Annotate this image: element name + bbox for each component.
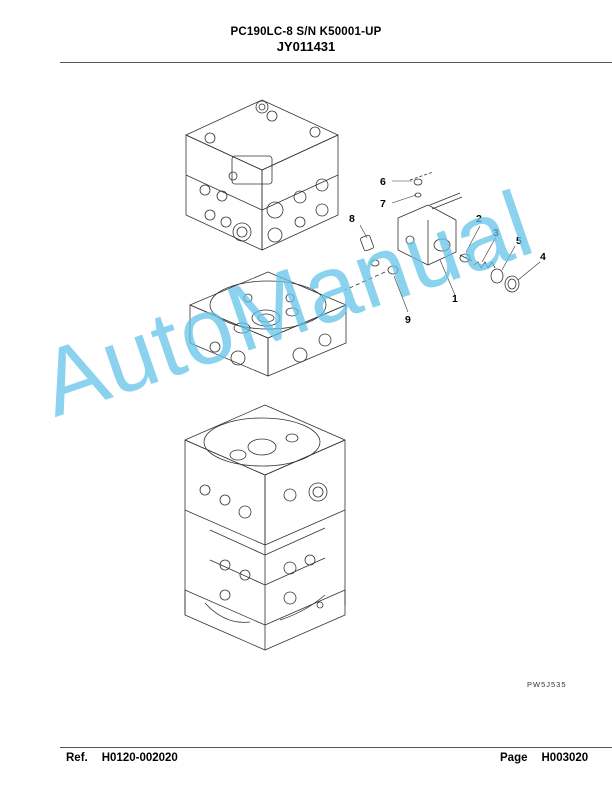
leader-lines (359, 180, 541, 313)
top-cover-block (185, 99, 339, 251)
part-number: JY011431 (276, 39, 336, 54)
callout-5: 5 (516, 235, 522, 247)
page-header: PC190LC-8 S/N K50001-UP JY011431 (0, 26, 612, 54)
model-title: PC190LC-8 S/N K50001-UP (230, 26, 382, 38)
exploded-parts (344, 171, 520, 293)
callout-6: 6 (380, 176, 386, 188)
footer-page: Page H003020 (500, 752, 588, 764)
part-callouts: 1 2 3 4 5 6 7 8 9 (349, 176, 546, 326)
ref-label: Ref. (66, 752, 88, 764)
callout-7: 7 (380, 198, 386, 210)
callout-2: 2 (476, 213, 482, 225)
callout-3: 3 (493, 227, 499, 239)
callout-1: 1 (452, 293, 458, 305)
page-value: H003020 (541, 752, 589, 764)
page-label: Page (500, 752, 528, 764)
callout-4: 4 (540, 251, 546, 263)
footer-rule (60, 747, 612, 748)
footer-ref: Ref. H0120-002020 (66, 752, 178, 764)
callout-8: 8 (349, 213, 355, 225)
drawing-code: PW5J535 (527, 680, 567, 689)
callout-9: 9 (405, 314, 411, 326)
header-rule (60, 62, 612, 63)
middle-plate (189, 271, 347, 377)
ref-value: H0120-002020 (101, 752, 178, 764)
main-valve-body (184, 404, 346, 651)
